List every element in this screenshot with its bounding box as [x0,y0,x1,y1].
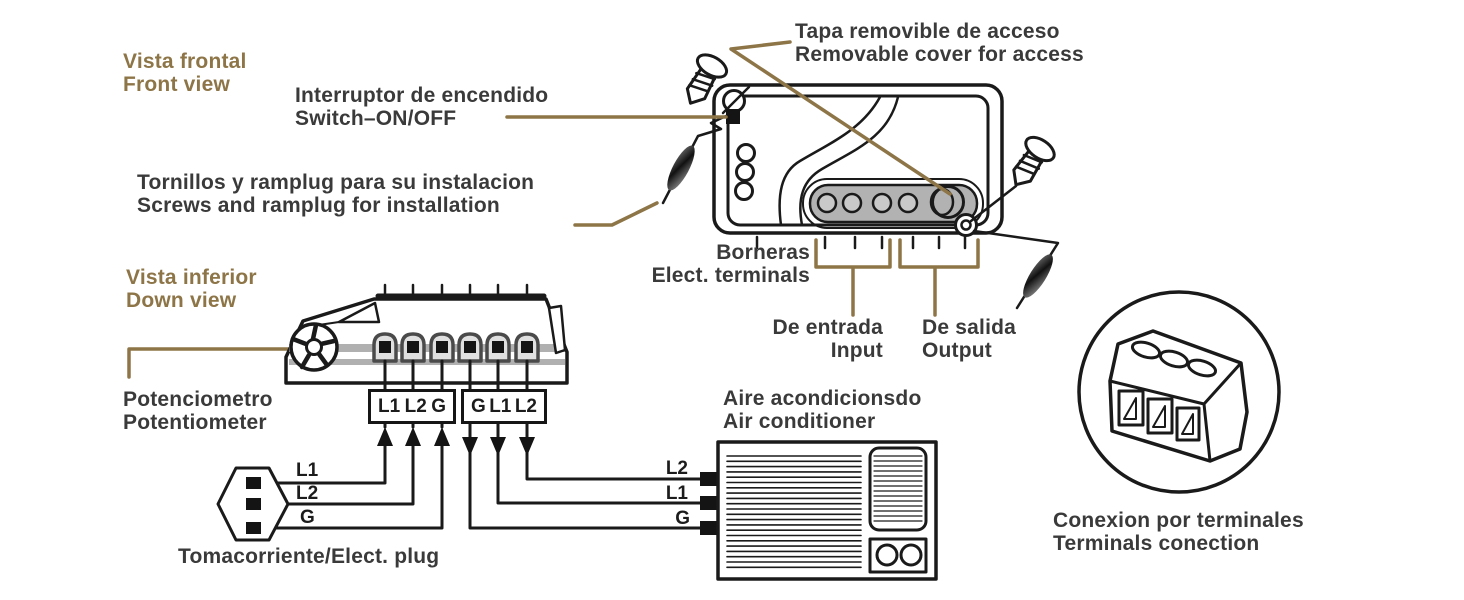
output-terminal-l1: L1 [489,395,512,417]
label-removable-cover: Tapa removible de acceso Removable cover… [795,20,1084,66]
plug-icon [216,466,290,542]
input-terminal-g: G [431,395,446,417]
down-view-device-drawing [284,283,569,385]
label-terminals-connection: Conexion por terminales Terminals conect… [1053,509,1304,555]
label-down-view: Vista inferior Down view [126,266,257,312]
ac-knob-icon [899,543,923,567]
potentiometer-icon [289,322,339,372]
input-terminal-label-box: L1 L2 G [368,389,456,424]
ac-pin-g: G [675,508,690,529]
label-air-conditioner-es: Aire acondicionsdo [723,387,922,410]
cover-leader-line [729,40,952,196]
terminal-block-detail-drawing [1077,290,1281,494]
label-down-view-es: Vista inferior [126,266,257,289]
label-front-view-en: Front view [123,73,231,96]
input-terminal-l1: L1 [378,395,401,417]
terminal-contacts [379,341,533,353]
ramplug-icon-right [969,184,1060,310]
label-air-conditioner: Aire acondicionsdo Air conditioner [723,387,921,433]
label-potentiometer-es: Potenciometro [123,388,273,411]
label-screws-ramplug-en: Screws and ramplug for installation [137,194,500,217]
label-screws-ramplug-es: Tornillos y ramplug para su instalacion [137,171,535,194]
potentiometer-leader-line [127,347,308,379]
terminal-ticks [755,235,967,250]
input-terminal-l2: L2 [404,395,427,417]
ac-pin-l1: L1 [665,483,688,504]
ac-pin-l2: L2 [665,458,688,479]
label-elect-terminals-es: Borneras [716,241,810,264]
input-bracket [814,238,892,317]
label-air-conditioner-en: Air conditioner [723,410,876,433]
label-screws-ramplug: Tornillos y ramplug para su instalacion … [137,171,534,217]
label-switch-es: Interruptor de encendido [295,84,549,107]
label-input: De entrada Input [740,316,883,362]
switch-indicator [726,109,740,124]
label-elect-terminals-en: Elect. terminals [651,264,810,287]
label-front-view-es: Vista frontal [123,50,247,73]
output-bracket [898,238,980,317]
label-input-es: De entrada [772,316,883,339]
label-potentiometer-en: Potentiometer [123,411,267,434]
label-potentiometer: Potenciometro Potentiometer [123,388,273,434]
label-elect-terminals: Borneras Elect. terminals [555,241,810,287]
output-terminal-l2: L2 [514,395,537,417]
leader-lines [127,40,980,379]
label-terminals-connection-en: Terminals conection [1053,532,1260,555]
wiring [216,359,718,542]
plug-pin-l2: L2 [296,483,319,504]
label-down-view-en: Down view [126,289,237,312]
air-conditioner-drawing [716,440,938,581]
ac-knob-icon [875,543,899,567]
screws-leader-line [573,201,659,227]
front-view-device-drawing [661,48,1060,310]
label-output-es: De salida [922,316,1017,339]
screw-icon-right [1001,131,1060,196]
label-output-en: Output [922,339,993,362]
label-removable-cover-en: Removable cover for access [795,43,1084,66]
label-electric-plug: Tomacorriente/Elect. plug [178,545,439,568]
label-switch: Interruptor de encendido Switch–ON/OFF [295,84,548,130]
label-removable-cover-es: Tapa removible de acceso [795,20,1060,43]
label-terminals-connection-es: Conexion por terminales [1053,509,1304,532]
label-input-en: Input [830,339,883,362]
label-front-view: Vista frontal Front view [123,50,247,96]
plug-pin-l1: L1 [296,460,319,481]
output-terminal-label-box: G L1 L2 [461,389,547,424]
output-terminal-g: G [471,395,486,417]
ramplug-icon-left [661,114,728,205]
label-switch-en: Switch–ON/OFF [295,107,457,130]
label-electric-plug-text: Tomacorriente/Elect. plug [178,545,440,568]
plug-pin-g: G [300,507,315,528]
label-output: De salida Output [922,316,1016,362]
